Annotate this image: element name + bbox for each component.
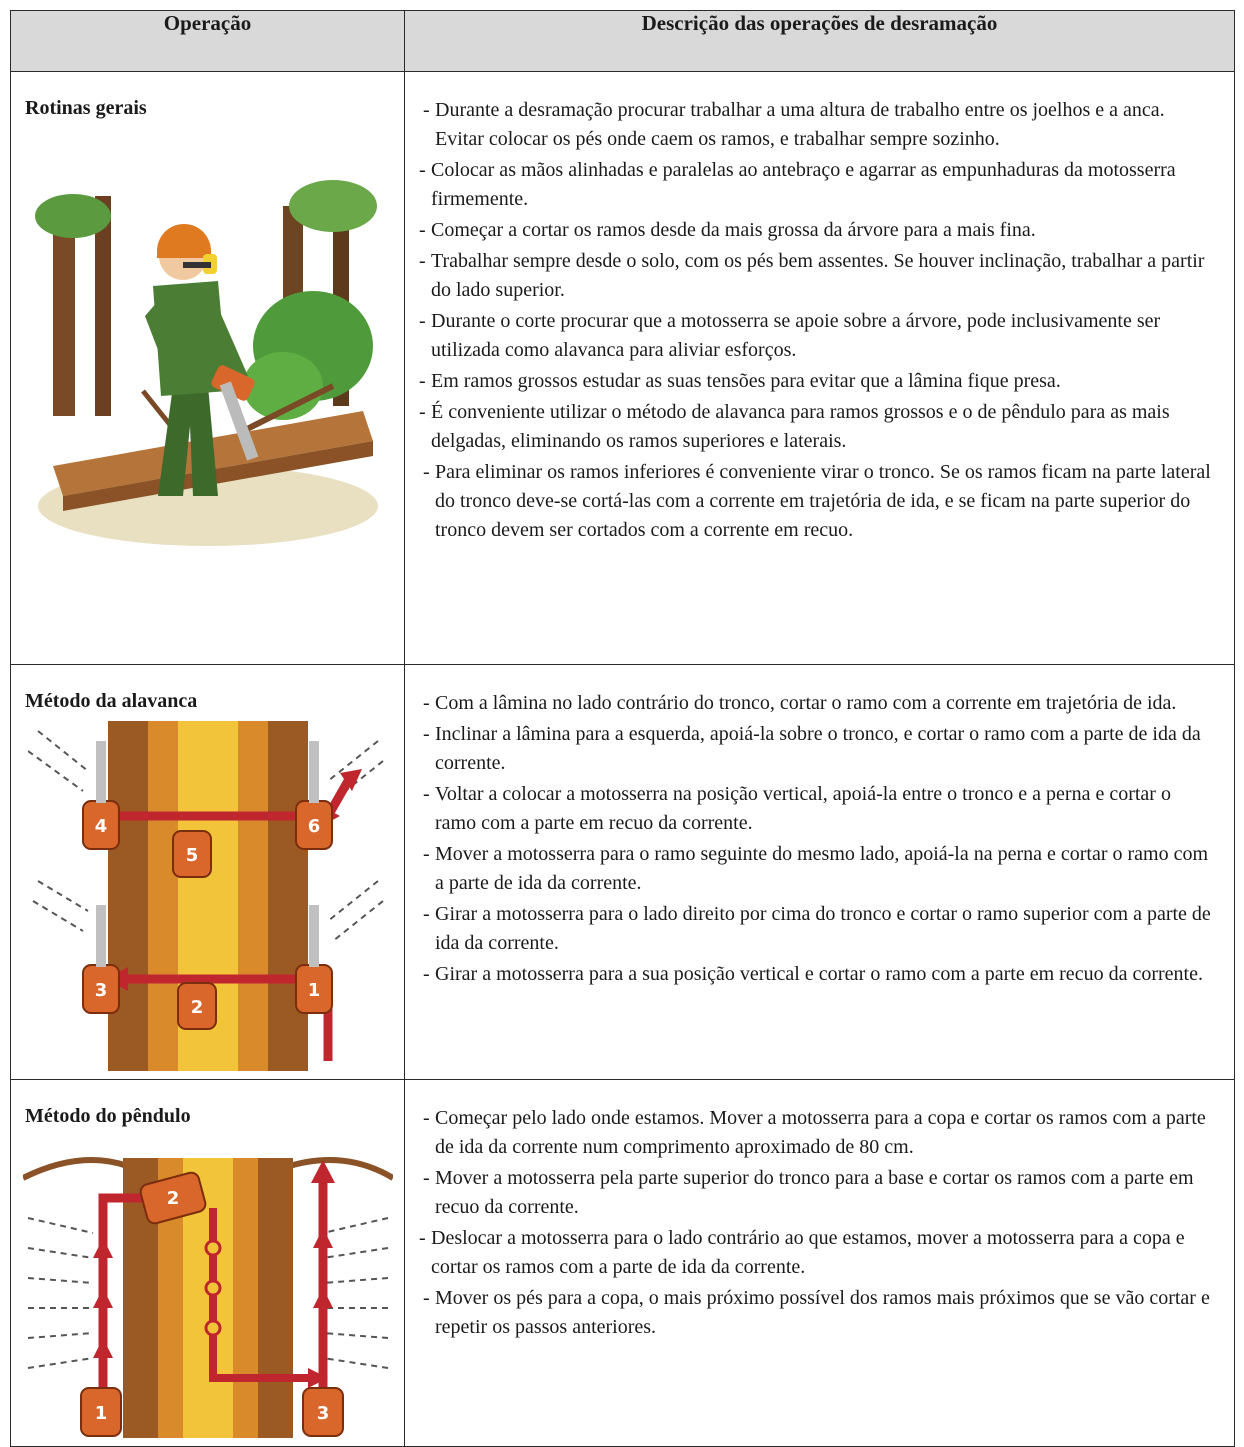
pendulum-method-diagram-icon: 2 1 3	[22, 1157, 393, 1438]
list-item: Durante o corte procurar que a motosserr…	[419, 307, 1216, 365]
saw-label: 1	[307, 980, 320, 1001]
saw-label: 6	[307, 816, 320, 837]
operation-cell: Método da alavanca	[10, 664, 405, 1080]
saw-label: 4	[94, 816, 107, 837]
operation-cell: Rotinas gerais	[10, 71, 405, 665]
delimbing-operations-table: Operação Descrição das operações de desr…	[10, 10, 1235, 1447]
list-item: Com a lâmina no lado contrário do tronco…	[423, 689, 1216, 718]
list-item: Trabalhar sempre desde o solo, com os pé…	[419, 247, 1216, 305]
operation-name: Rotinas gerais	[25, 97, 147, 119]
description-cell: Durante a desramação procurar trabalhar …	[404, 71, 1235, 665]
steps-list: Durante a desramação procurar trabalhar …	[405, 72, 1234, 545]
steps-list: Com a lâmina no lado contrário do tronco…	[405, 665, 1234, 989]
list-item: Mover os pés para a copa, o mais próximo…	[423, 1284, 1216, 1342]
lever-method-diagram-icon: 4 5 6 3 2 1	[27, 721, 384, 1071]
saw-label: 1	[94, 1403, 107, 1424]
table-row: Método da alavanca	[10, 664, 1235, 1080]
operation-name: Método da alavanca	[25, 690, 198, 712]
saw-label: 2	[190, 997, 203, 1018]
description-cell: Começar pelo lado onde estamos. Mover a …	[404, 1079, 1235, 1447]
list-item: Mover a motosserra para o ramo seguinte …	[423, 840, 1216, 898]
list-item: Deslocar a motosserra para o lado contrá…	[419, 1224, 1216, 1282]
list-item: Para eliminar os ramos inferiores é conv…	[423, 458, 1216, 545]
table-row: Método do pêndulo	[10, 1079, 1235, 1447]
list-item: É conveniente utilizar o método de alava…	[419, 398, 1216, 456]
list-item: Começar a cortar os ramos desde da mais …	[419, 216, 1216, 245]
list-item: Em ramos grossos estudar as suas tensões…	[419, 367, 1216, 396]
list-item: Inclinar a lâmina para a esquerda, apoiá…	[423, 720, 1216, 778]
operation-cell: Método do pêndulo	[10, 1079, 405, 1447]
list-item: Colocar as mãos alinhadas e paralelas ao…	[419, 156, 1216, 214]
list-item: Começar pelo lado onde estamos. Mover a …	[423, 1104, 1216, 1162]
worker-chainsaw-delimbing-icon	[34, 180, 378, 546]
list-item: Voltar a colocar a motosserra na posição…	[423, 780, 1216, 838]
table-row: Rotinas gerais	[10, 71, 1235, 665]
saw-label: 3	[316, 1403, 329, 1424]
saw-label: 2	[166, 1188, 179, 1209]
header-operation: Operação	[10, 10, 405, 72]
table-header-row: Operação Descrição das operações de desr…	[10, 10, 1235, 72]
header-description: Descrição das operações de desramação	[404, 10, 1235, 72]
list-item: Durante a desramação procurar trabalhar …	[423, 96, 1216, 154]
list-item: Mover a motosserra pela parte superior d…	[423, 1164, 1216, 1222]
list-item: Girar a motosserra para a sua posição ve…	[423, 960, 1216, 989]
table-header: Operação Descrição das operações de desr…	[10, 10, 1235, 72]
saw-label: 5	[185, 845, 198, 866]
list-item: Girar a motosserra para o lado direito p…	[423, 900, 1216, 958]
saw-label: 3	[94, 980, 107, 1001]
description-cell: Com a lâmina no lado contrário do tronco…	[404, 664, 1235, 1080]
operation-name: Método do pêndulo	[25, 1105, 191, 1127]
steps-list: Começar pelo lado onde estamos. Mover a …	[405, 1080, 1234, 1342]
